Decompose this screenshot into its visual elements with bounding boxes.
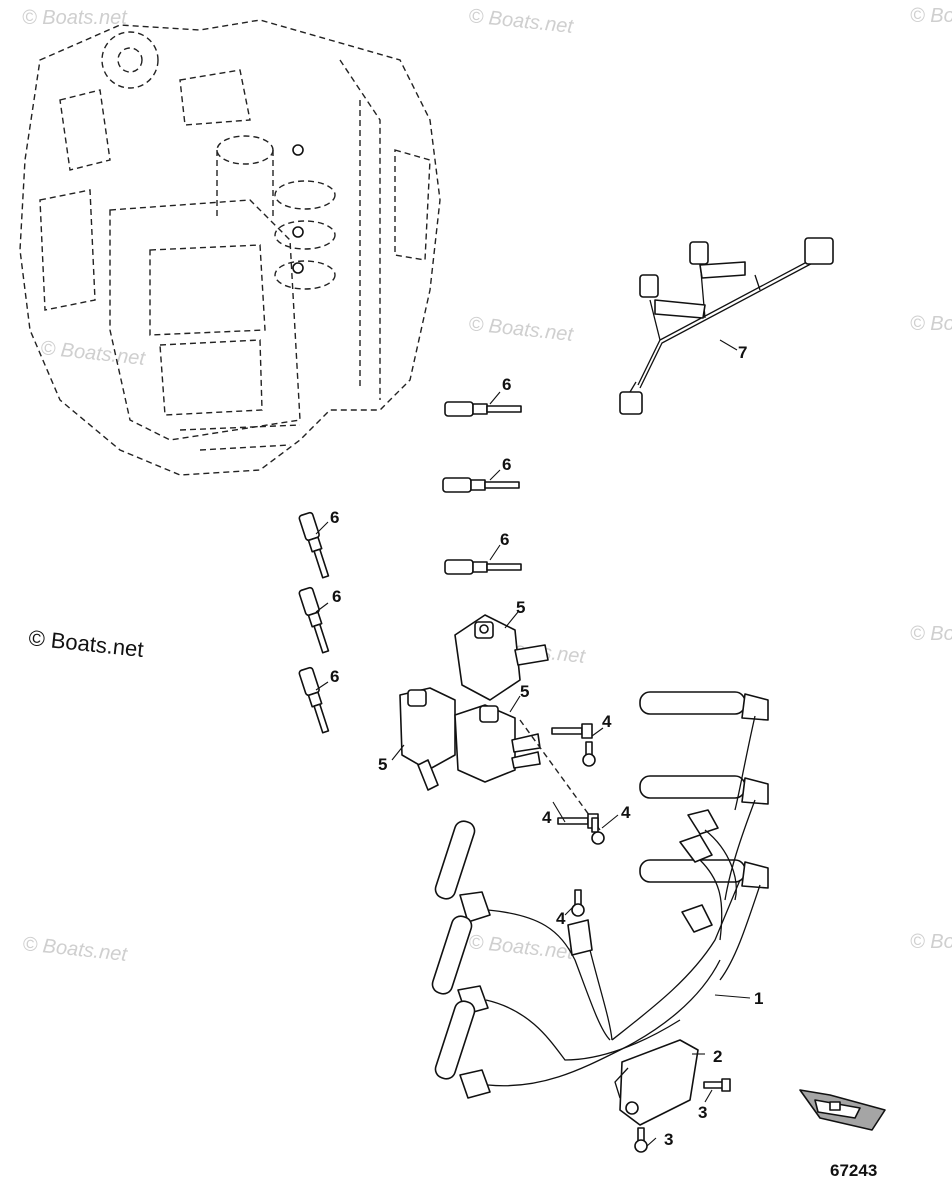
boat-icon (799, 1089, 886, 1131)
figure-number: 67243 (830, 1161, 877, 1180)
wire-boot (639, 859, 769, 889)
ignition-coil (454, 614, 549, 701)
watermark: © Boats.net (910, 5, 952, 27)
bolt-group (551, 723, 605, 917)
spark-plug-group (298, 401, 522, 734)
spark-plug (298, 586, 330, 654)
wire-boot (431, 915, 473, 995)
callout-5: 5 (516, 598, 525, 617)
callout-6: 6 (332, 587, 341, 606)
wire-boot (639, 691, 769, 721)
spark-plug (298, 666, 330, 734)
watermark: © Boats.net (910, 623, 952, 645)
callout-4: 4 (602, 712, 612, 731)
engine-block-outline (19, 19, 441, 476)
screw-group (634, 1078, 731, 1153)
callout-4: 4 (542, 808, 552, 827)
watermark: © Boats.net (22, 7, 128, 29)
watermark: © Boats.net (39, 337, 147, 370)
watermark: © Boats.net (910, 931, 952, 953)
wiring-harness (619, 237, 834, 415)
bolt (571, 889, 585, 917)
ignition-coil (399, 687, 456, 791)
callout-labels: 1 2 3 3 4 4 4 4 5 5 5 6 6 6 6 6 6 7 (330, 343, 763, 1149)
bolt (551, 723, 593, 739)
spark-plug (444, 401, 522, 417)
watermark: © Boats.net (467, 313, 575, 346)
watermark: © Boats.net (910, 313, 952, 335)
spark-plug (442, 477, 520, 493)
screw (634, 1127, 648, 1153)
ignition-coil-group (399, 614, 601, 831)
callout-6: 6 (502, 455, 511, 474)
callout-3: 3 (698, 1103, 707, 1122)
callout-7: 7 (738, 343, 747, 362)
wire-bracket (614, 1039, 699, 1126)
bolt (591, 817, 605, 845)
callout-6: 6 (502, 375, 511, 394)
callout-5: 5 (520, 682, 529, 701)
callout-4: 4 (556, 909, 566, 928)
wire-boot (434, 1000, 476, 1080)
callout-4: 4 (621, 803, 631, 822)
watermark: © Boats.net (467, 5, 575, 38)
wire-boot (434, 820, 476, 900)
callout-5: 5 (378, 755, 387, 774)
wire-boot (639, 775, 769, 805)
watermark: © Boats.net (21, 933, 129, 966)
spark-plug (298, 511, 330, 579)
spark-plug (444, 559, 522, 575)
bolt (582, 741, 596, 767)
callout-6: 6 (500, 530, 509, 549)
callout-2: 2 (713, 1047, 722, 1066)
ignition-wire-set (431, 691, 769, 1099)
callout-6: 6 (330, 508, 339, 527)
callout-3: 3 (664, 1130, 673, 1149)
callout-1: 1 (754, 989, 763, 1008)
watermark-prominent: © Boats.net (27, 625, 144, 662)
ignition-coil (454, 704, 541, 783)
leader-lines (315, 339, 751, 1147)
screw (703, 1078, 731, 1092)
callout-6: 6 (330, 667, 339, 686)
